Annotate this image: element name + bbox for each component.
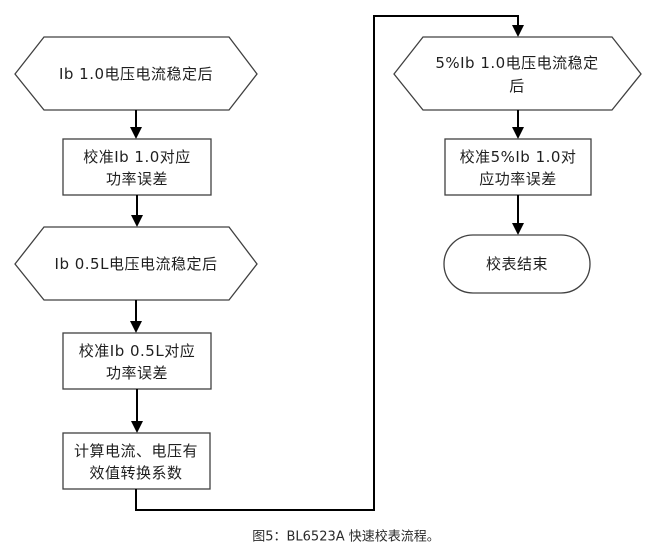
node-label-line2: 功率误差 xyxy=(106,364,168,382)
arrow-rect-cal-5ib10-to-terminal-end xyxy=(512,195,524,235)
node-label-line2: 应功率误差 xyxy=(479,170,557,188)
process-shape xyxy=(62,332,212,390)
node-rect-cal-5ib10: 校准5%Ib 1.0对 应功率误差 xyxy=(444,138,592,196)
node-label: Ib 0.5L电压电流稳定后 xyxy=(55,255,218,273)
arrow-down-icon xyxy=(512,127,524,139)
node-label-line1: 校准Ib 1.0对应 xyxy=(83,148,191,166)
hexagon-shape xyxy=(14,36,258,111)
node-hex-5ib10: 5%Ib 1.0电压电流稳定 后 xyxy=(393,36,642,111)
hexagon-shape xyxy=(393,36,642,111)
process-shape xyxy=(62,432,211,490)
arrow-rect-cal-ib05l-to-rect-calc xyxy=(131,389,143,433)
node-label-line1: 5%Ib 1.0电压电流稳定 xyxy=(435,54,598,72)
arrow-down-icon xyxy=(512,223,524,235)
terminator-shape xyxy=(443,234,591,294)
node-hex-ib10: Ib 1.0电压电流稳定后 xyxy=(14,36,258,111)
connector-rect-calc-to-hex-5ib10 xyxy=(135,15,524,511)
node-label-line1: 校准Ib 0.5L对应 xyxy=(79,342,195,360)
arrow-down-icon xyxy=(131,215,143,227)
arrow-rect-cal-ib10-to-hex-ib05l xyxy=(131,195,143,227)
node-rect-calc: 计算电流、电压有 效值转换系数 xyxy=(62,432,211,490)
node-terminal-end: 校表结束 xyxy=(443,234,591,294)
node-label: Ib 1.0电压电流稳定后 xyxy=(59,65,213,83)
arrow-hex-ib05l-to-rect-cal-ib05l xyxy=(130,300,142,333)
node-label-line2: 效值转换系数 xyxy=(89,464,182,482)
figure-caption: 图5：BL6523A 快速校表流程。 xyxy=(252,529,440,545)
process-shape xyxy=(62,138,212,196)
node-hex-ib05l: Ib 0.5L电压电流稳定后 xyxy=(14,226,258,301)
node-label: 校表结束 xyxy=(486,255,548,273)
node-label-line1: 计算电流、电压有 xyxy=(74,442,198,460)
arrow-down-icon xyxy=(130,127,142,139)
node-label-line2: 后 xyxy=(509,77,525,95)
hexagon-shape xyxy=(14,226,258,301)
node-label-line2: 功率误差 xyxy=(106,170,168,188)
arrow-hex-ib10-to-rect-cal-ib10 xyxy=(130,110,142,139)
node-rect-cal-ib10: 校准Ib 1.0对应 功率误差 xyxy=(62,138,212,196)
arrow-hex-5ib10-to-rect-cal-5ib10 xyxy=(512,110,524,139)
process-shape xyxy=(444,138,592,196)
arrow-down-icon xyxy=(131,421,143,433)
arrow-down-icon xyxy=(130,321,142,333)
arrow-down-icon xyxy=(512,25,524,37)
node-label-line1: 校准5%Ib 1.0对 xyxy=(460,148,577,166)
node-rect-cal-ib05l: 校准Ib 0.5L对应 功率误差 xyxy=(62,332,212,390)
